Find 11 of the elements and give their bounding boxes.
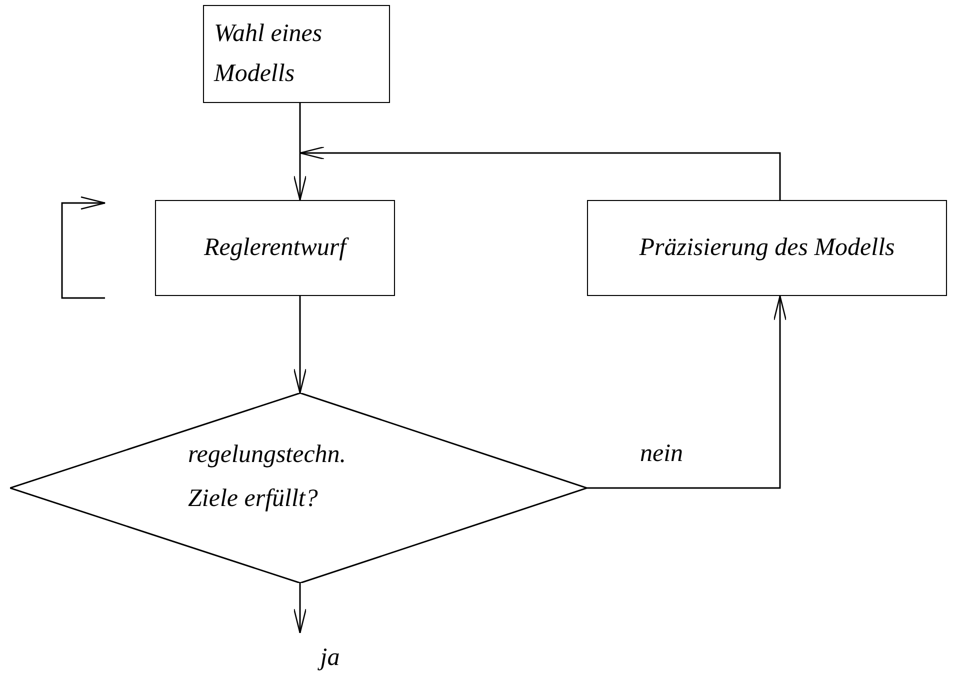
process-box: Wahl eines Modells xyxy=(203,5,390,103)
result-text: ja xyxy=(300,640,360,676)
arrow xyxy=(293,103,307,201)
arrow xyxy=(293,296,307,394)
process-box: Präzisierung des Modells xyxy=(587,200,947,296)
process-box: Reglerentwurf xyxy=(155,200,395,296)
arrow xyxy=(293,583,307,634)
edge-label: nein xyxy=(640,440,684,468)
arrow xyxy=(587,295,787,489)
arrow xyxy=(299,146,781,200)
decision-text: regelungstechn. Ziele erfüllt? xyxy=(188,440,348,514)
